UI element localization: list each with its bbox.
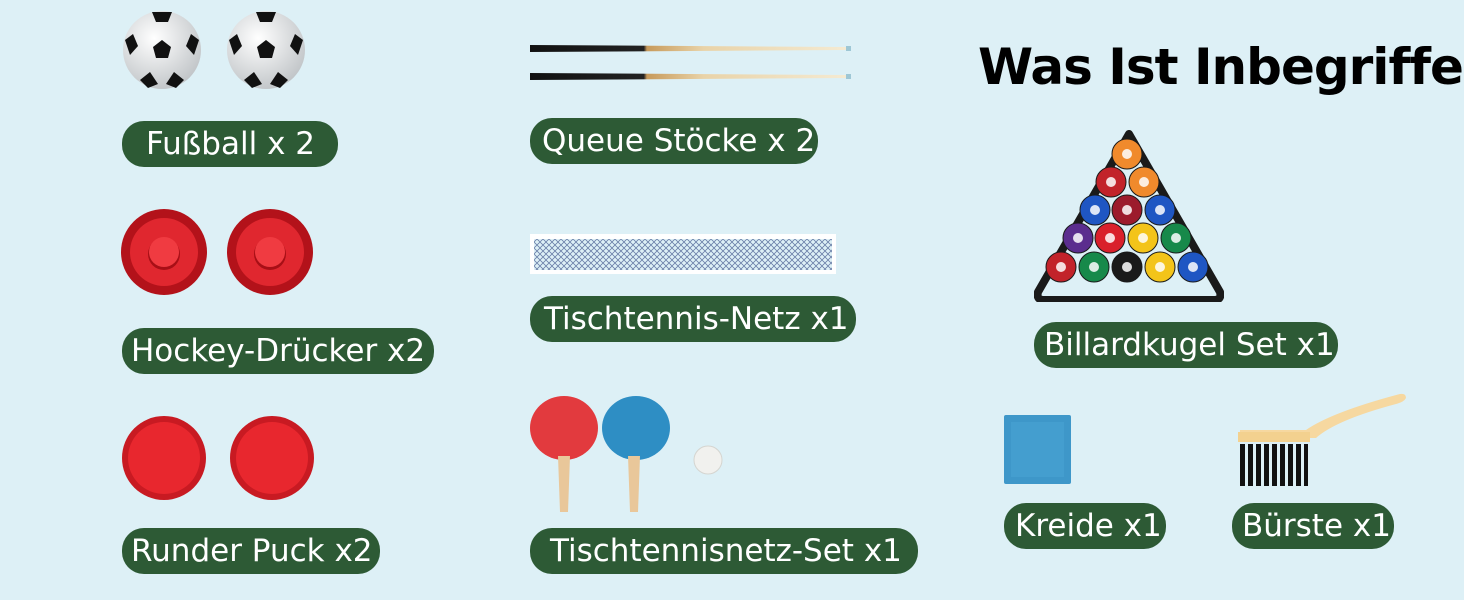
label-netz: Tischtennis-Netz x1 <box>530 296 856 342</box>
chalk-icon <box>1004 415 1071 484</box>
label-buerste: Bürste x1 <box>1232 503 1394 549</box>
label-puck: Runder Puck x2 <box>122 528 380 574</box>
page-title: Was Ist Inbegriffen <box>978 38 1464 96</box>
soccer-ball-icon <box>123 11 305 89</box>
billiard-rack-icon <box>1034 130 1224 302</box>
hockey-pushers <box>120 208 316 300</box>
label-billard: Billardkugel Set x1 <box>1034 322 1338 368</box>
label-tt-set: Tischtennisnetz-Set x1 <box>530 528 918 574</box>
label-queue: Queue Stöcke x 2 <box>530 118 818 164</box>
table-tennis-net-icon <box>530 234 836 274</box>
label-kreide: Kreide x1 <box>1004 503 1166 549</box>
brush-icon <box>1238 393 1406 486</box>
billiard-rack <box>1034 130 1224 302</box>
puck-icon <box>122 416 314 500</box>
label-hockey: Hockey-Drücker x2 <box>122 328 434 374</box>
cue-stick-icon <box>530 45 851 80</box>
cue-sticks <box>528 38 853 86</box>
paddle-set <box>528 394 728 514</box>
brush <box>1232 392 1408 488</box>
label-fussball: Fußball x 2 <box>122 121 338 167</box>
soccer-balls <box>120 10 310 94</box>
hockey-pusher-icon <box>121 209 313 295</box>
chalk <box>1003 414 1073 486</box>
table-tennis-net <box>528 230 840 280</box>
paddle-set-icon <box>530 396 723 512</box>
round-pucks <box>120 416 316 504</box>
